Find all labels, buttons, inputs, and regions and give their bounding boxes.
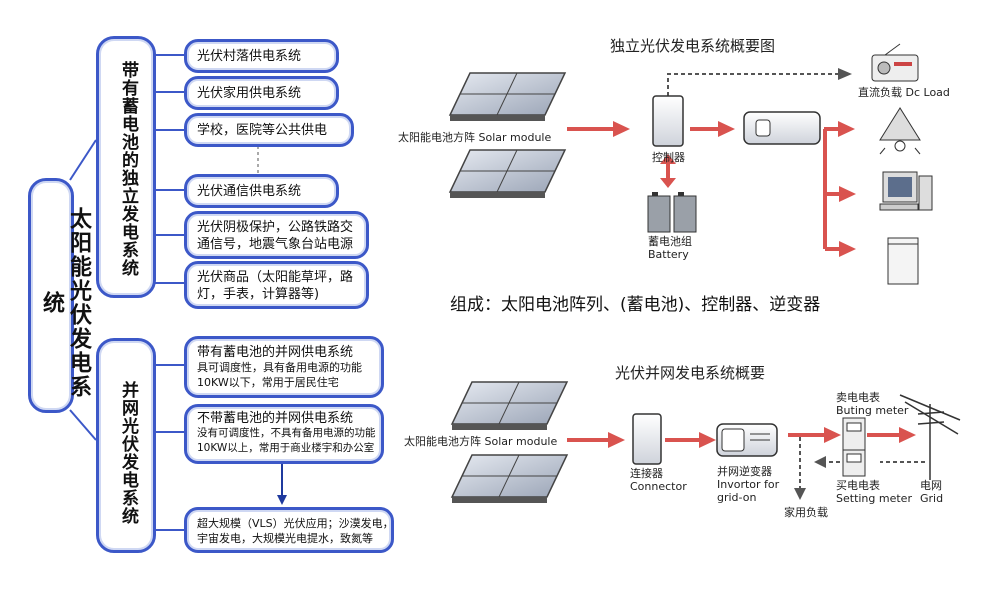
leaf-pv-products: 光伏商品（太阳能草坪，路 灯，手表，计算器等) <box>184 261 369 309</box>
grid-title: 光伏并网发电系统概要 <box>615 364 766 382</box>
battery-label: 蓄电池组 Battery <box>648 235 692 261</box>
leaf-household-supply: 光伏家用供电系统 <box>184 76 339 110</box>
branch-grid: 并网光伏发电系统 <box>96 338 156 553</box>
grid-inverter-box <box>716 423 778 457</box>
branch-standalone: 带有蓄电池的独立发电系统 <box>96 36 156 298</box>
root-node: 太阳能光伏发电系统 <box>28 178 91 413</box>
composition-text: 组成：太阳电池阵列、(蓄电池)、控制器、逆变器 <box>450 295 821 315</box>
sell-meter <box>842 417 866 451</box>
root-label: 太阳能光伏发电系统 <box>39 206 91 399</box>
solar-panels-bottom <box>450 381 569 503</box>
standalone-solar-label: 太阳能电池方阵 Solar module <box>398 131 552 144</box>
grid-label: 电网 Grid <box>920 479 944 505</box>
standalone-title: 独立光伏发电系统概要图 <box>610 37 776 55</box>
leaf-public-supply: 学校，医院等公共供电 <box>184 113 354 147</box>
grid-inverter-label: 并网逆变器 Invortor for grid-on <box>717 465 780 504</box>
leaf-cathodic-protection: 光伏阴极保护，公路铁路交 通信号，地震气象台站电源 <box>184 211 369 259</box>
buy-meter-label: 买电电表 Setting meter <box>836 479 912 505</box>
grid-solar-label: 太阳能电池方阵 Solar module <box>404 435 558 448</box>
branch-standalone-label: 带有蓄电池的独立发电系统 <box>118 61 138 277</box>
leaf-vls-applications: 超大规模（VLS）光伏应用；沙漠发电， 宇宙发电，大规模光电提水，致氮等 <box>184 507 394 553</box>
connector-box <box>632 413 662 465</box>
controller-label: 控制器 <box>652 151 685 164</box>
solar-panels-top <box>448 72 567 198</box>
grid-pole <box>899 394 961 480</box>
inverter-box <box>743 111 821 145</box>
appliance-load <box>887 237 919 285</box>
dc-load-radio <box>871 43 919 82</box>
buy-meter <box>842 449 866 477</box>
battery-group <box>647 192 697 233</box>
lamp-load <box>879 107 921 155</box>
leaf-village-supply: 光伏村落供电系统 <box>184 39 339 73</box>
connector-label: 连接器 Connector <box>630 467 687 493</box>
branch-grid-label: 并网光伏发电系统 <box>118 381 138 525</box>
leaf-grid-without-battery: 不带蓄电池的并网供电系统 没有可调度性，不具有备用电源的功能 10KW以上，常用… <box>184 404 384 464</box>
sell-meter-label: 卖电电表 Buting meter <box>836 391 909 417</box>
computer-load <box>879 171 933 211</box>
leaf-grid-with-battery: 带有蓄电池的并网供电系统 具可调度性，具有备用电源的功能 10KW以下，常用于居… <box>184 336 384 398</box>
controller-box <box>652 95 684 147</box>
leaf-telecom-supply: 光伏通信供电系统 <box>184 174 339 208</box>
home-load-label: 家用负载 <box>784 506 828 519</box>
dc-load-label: 直流负载 Dc Load <box>858 86 950 99</box>
